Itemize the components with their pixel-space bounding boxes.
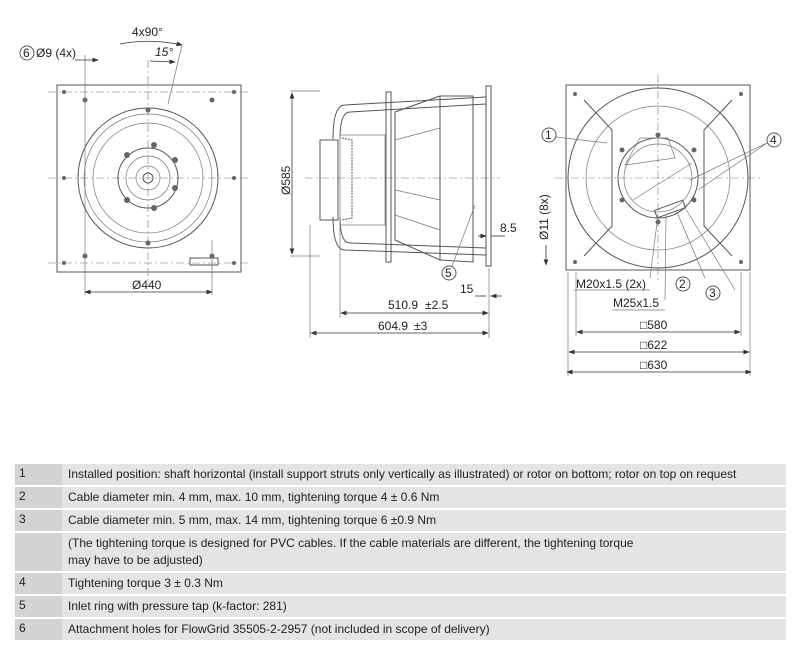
bolt-circle-diameter-label: Ø440	[132, 278, 162, 292]
total-length-tolerance: ±3	[414, 319, 428, 333]
cable-gland-m20-label: M20x1.5 (2x)	[576, 277, 646, 291]
legend-text: Attachment holes for FlowGrid 35505-2-29…	[62, 619, 786, 640]
callout-2	[675, 276, 691, 292]
legend-text: Tightening torque 3 ± 0.3 Nm	[62, 573, 786, 594]
cable-gland-m25-label: M25x1.5	[613, 296, 659, 310]
callout-3	[705, 285, 721, 301]
legend-number: 5	[15, 596, 62, 617]
legend-row: (The tightening torque is designed for P…	[15, 533, 786, 571]
callout-1	[541, 127, 557, 143]
dimension-580-label: □580	[640, 318, 668, 332]
callout-2-label: 2	[679, 277, 686, 291]
legend-text: Installed position: shaft horizontal (in…	[62, 464, 786, 485]
callout-4-label: 4	[770, 133, 777, 147]
angle-offset-label: 15°	[155, 45, 173, 59]
housing-diameter-label: Ø585	[279, 165, 293, 195]
hole-diameter-label: Ø9 (4x)	[36, 46, 76, 60]
total-length-label: 604.9	[378, 319, 408, 333]
mounting-hole-label: Ø11 (8x)	[537, 194, 551, 240]
callout-5-label: 5	[445, 266, 452, 280]
legend-number: 6	[15, 619, 62, 640]
offset-label: 15	[460, 282, 474, 296]
legend-text: Cable diameter min. 5 mm, max. 14 mm, ti…	[62, 510, 786, 531]
inner-length-tolerance: ±2.5	[425, 298, 449, 312]
legend-number	[15, 533, 62, 571]
side-view: Ø585 8.5 5 15 510.9 ±2.5 604.9 ±3	[279, 85, 517, 338]
legend-text: Cable diameter min. 4 mm, max. 10 mm, ti…	[62, 487, 786, 508]
legend-number: 2	[15, 487, 62, 508]
dimension-630-label: □630	[640, 358, 668, 372]
dimension-622-label: □622	[640, 338, 668, 352]
front-view: 6 Ø9 (4x) 4x90° 15° Ø440	[19, 25, 250, 295]
flange-thickness-label: 8.5	[500, 221, 517, 235]
legend-number: 1	[15, 464, 62, 485]
legend-number: 4	[15, 573, 62, 594]
technical-drawing: 6 Ø9 (4x) 4x90° 15° Ø440 Ø585 8.5 5 15	[19, 25, 782, 376]
callout-5	[441, 265, 457, 281]
callout-6-label: 6	[23, 46, 30, 60]
rear-view: 1 4 Ø11 (8x) M20x1.5 (2x) M25x1.5 2 3 □5…	[537, 75, 782, 376]
callout-6	[19, 45, 35, 61]
callout-3-label: 3	[709, 286, 716, 300]
angle-label: 4x90°	[132, 25, 163, 39]
legend-number: 3	[15, 510, 62, 531]
legend-text: Inlet ring with pressure tap (k-factor: …	[62, 596, 786, 617]
inner-length-label: 510.9	[388, 298, 418, 312]
callout-1-label: 1	[545, 128, 552, 142]
callout-4	[766, 132, 782, 148]
legend-text: (The tightening torque is designed for P…	[62, 533, 786, 571]
